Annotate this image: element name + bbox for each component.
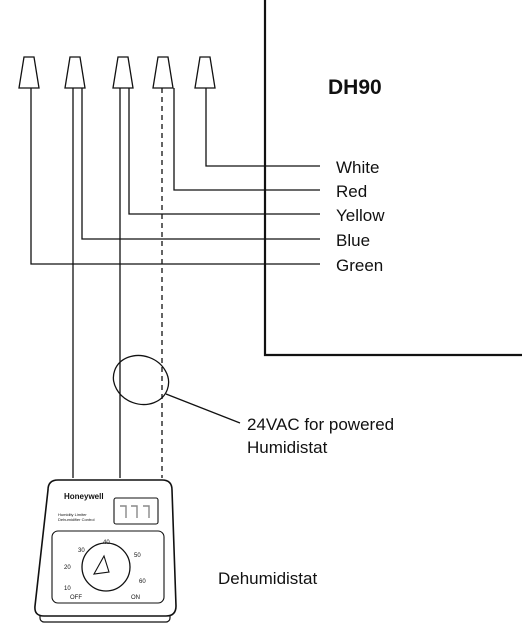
dial-pointer-icon [92, 554, 110, 575]
wire-label-red: Red [336, 182, 367, 201]
dehumidistat-label: Dehumidistat [218, 569, 317, 588]
dial-number-10: 10 [64, 586, 71, 592]
annotation-line-1: 24VAC for powered [247, 415, 394, 434]
wire-nut-2 [64, 56, 86, 89]
annotation-line-2: Humidistat [247, 438, 328, 457]
device-display [113, 497, 159, 525]
dial-number-40: 40 [103, 540, 110, 546]
device-small-text-2: Dehumidifier Control [58, 517, 95, 522]
callout-leader [165, 393, 241, 424]
dial-number-60: 60 [139, 579, 146, 585]
wire-label-yellow: Yellow [336, 206, 385, 225]
dial-on-label: ON [131, 595, 140, 601]
unit-title: DH90 [328, 76, 382, 99]
wire-nut-5 [194, 56, 216, 89]
device-small-text-1: Humidity Limiter [58, 512, 87, 517]
callout-ellipse [112, 354, 170, 406]
wire-label-green: Green [336, 256, 383, 275]
wire-nut-3 [112, 56, 134, 89]
wire-yellow [128, 88, 320, 215]
dh90-unit: DH90 [263, 0, 522, 357]
wire-label-blue: Blue [336, 231, 370, 250]
wire-blue [81, 88, 320, 240]
wire-green [30, 88, 320, 265]
dehumidistat-device: Honeywell Humidity Limiter Dehumidifier … [34, 479, 177, 623]
wire-nut-4 [152, 56, 174, 89]
dial-number-30: 30 [78, 548, 85, 554]
dial-number-20: 20 [64, 565, 71, 571]
dial-number-50: 50 [134, 553, 141, 559]
wire-nut-1 [18, 56, 40, 89]
device-brand: Honeywell [64, 492, 104, 501]
wire-red [173, 88, 320, 191]
dial-off-label: OFF [70, 595, 82, 601]
wire-label-white: White [336, 158, 379, 177]
wire-white [205, 88, 320, 167]
